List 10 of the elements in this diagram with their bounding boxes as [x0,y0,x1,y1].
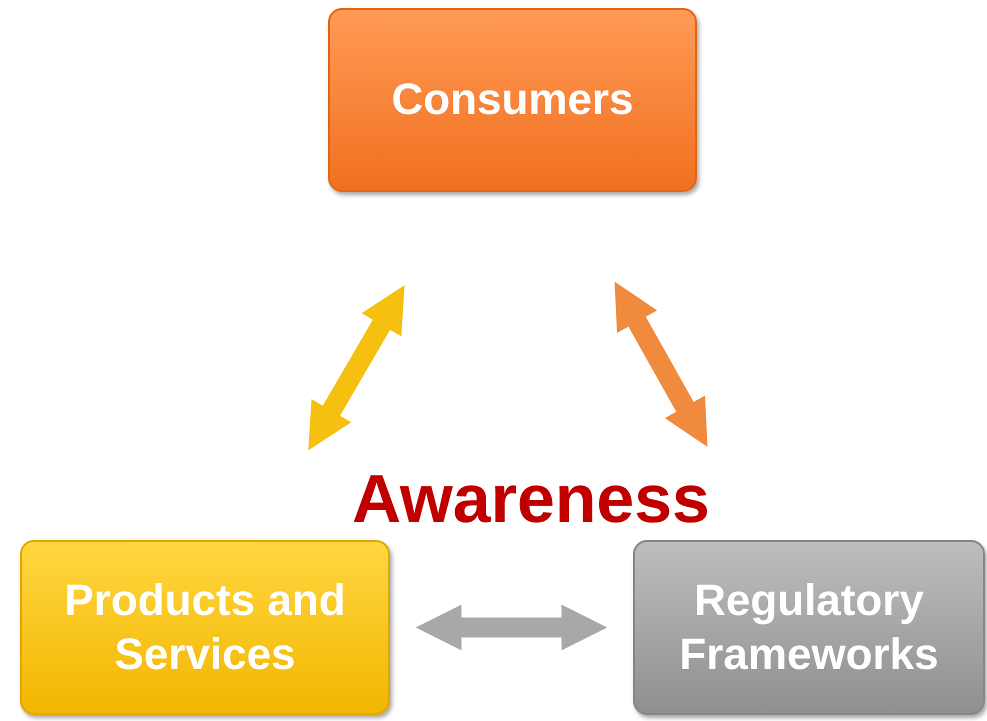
box-label: Products and Services [63,574,347,680]
box-label: Regulatory Frameworks [678,574,940,680]
double-arrow [308,285,405,450]
double-arrow [416,604,608,650]
box-label: Consumers [390,74,635,126]
process-box [633,540,985,715]
process-box [328,8,697,192]
center-title: Awareness [352,460,710,538]
process-box [20,540,390,715]
double-arrow [614,282,708,447]
